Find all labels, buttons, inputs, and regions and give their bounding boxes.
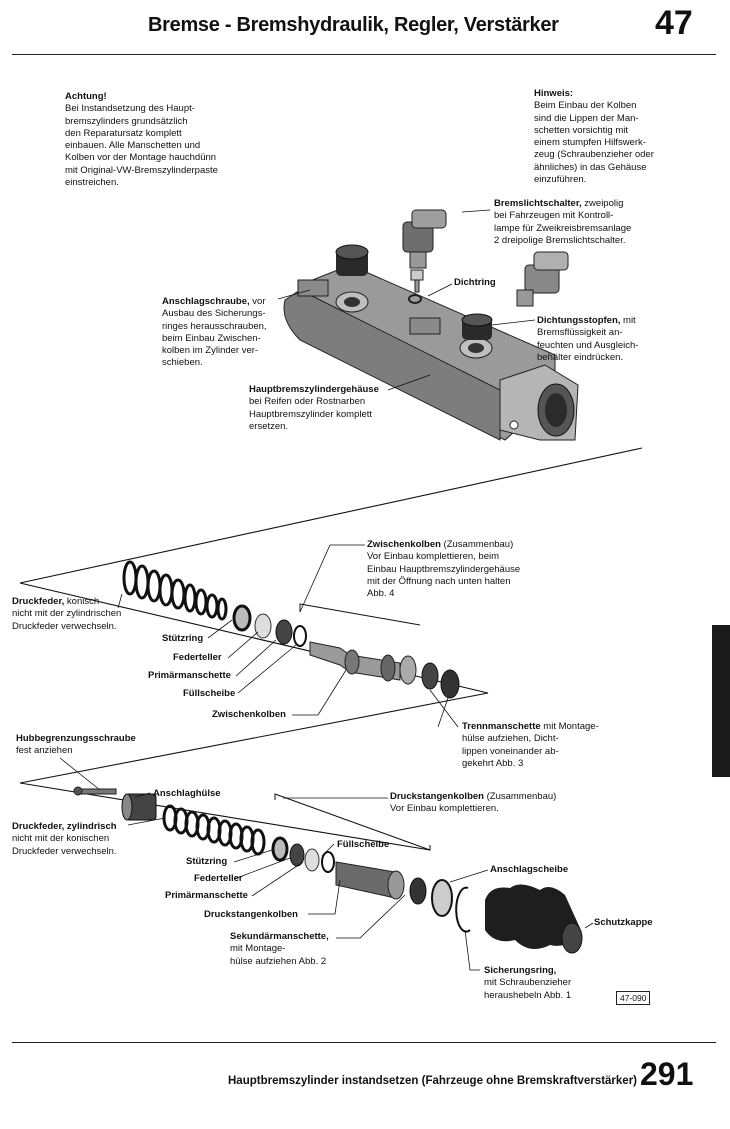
hinweis-body: Beim Einbau der Kolben sind die Lippen d… [534,100,654,186]
callout-body: (Zusammenbau) Vor Einbau komplettieren, … [367,539,521,600]
intermediate-piston [309,641,417,685]
achtung-body: Bei Instandsetzung des Haupt- bremszylin… [65,103,218,189]
label-fuellscheibe-2: Füllscheibe [337,839,390,850]
callout-body: bei Reifen oder Rostnarben Hauptbremszyl… [249,396,373,432]
callout-body: vor Ausbau des Sicherungs- ringes heraus… [162,296,267,369]
callout-body: nicht mit der konischen Druckfeder verwe… [12,833,117,857]
callout-body: mit Schraubenzieher heraushebeln Abb. 1 [484,977,572,1001]
figure-id: 47-090 [616,991,651,1005]
callout-body: mit Montage- hülse aufziehen Abb. 2 [230,943,327,967]
callout-body: fest anziehen [16,745,73,757]
callout-body: mit Bremsflüssigkeit an- feuchten und Au… [537,315,639,363]
label-fuellscheibe-1: Füllscheibe [183,688,236,699]
stop-screw [410,269,424,293]
callout-bremslichtschalter: Bremslichtschalter, zweipolig bei Fahrze… [494,198,631,247]
label-zwischenkolben: Zwischenkolben [212,709,286,720]
callout-title: Hubbegrenzungsschraube [16,733,136,744]
callout-body: zweipolig bei Fahrzeugen mit Kontroll- l… [494,198,632,246]
callout-title: Druckfeder, [12,596,65,607]
callout-title: Sicherungsring, [484,965,557,976]
label-druckstangenkolben: Druckstangenkolben [204,909,298,920]
callout-title: Druckstangenkolben [390,791,484,802]
achtung-note: Achtung! Bei Instandsetzung des Haupt- b… [65,91,218,189]
footer-page-number: 291 [640,1056,694,1092]
switch-1 [402,209,447,269]
label-primaermanschette-2: Primärmanschette [165,890,248,901]
callout-title: Sekundärmanschette, [230,931,329,942]
callout-druckstangenkolben: Druckstangenkolben (Zusammenbau) Vor Ein… [390,791,556,816]
spring-plate-1 [254,613,272,639]
stop-washer [431,879,453,917]
callout-title: Dichtungsstopfen, [537,315,621,326]
support-ring-1 [232,604,252,632]
pushrod-piston [335,861,405,900]
callout-dichtring: Dichtring [454,277,496,288]
callout-druckfeder-zylindrisch: Druckfeder, zylindrisch nicht mit der ko… [12,821,117,858]
label-federteller-1: Federteller [173,652,222,663]
callout-title: Trennmanschette [462,721,541,732]
circlip [455,886,471,933]
callout-anschlagschraube: Anschlagschraube, vor Ausbau des Sicheru… [162,296,267,370]
filler-washer-1 [293,625,307,647]
callout-title: Hauptbremszylindergehäuse [249,384,379,395]
thumb-index-tab [712,625,730,777]
callout-title: Anschlagschraube, [162,296,250,307]
callout-body: (Zusammenbau) Vor Einbau komplettieren. [390,791,557,815]
separating-cup-1 [421,662,439,690]
callout-body: konisch nicht mit der zylindrischen Druc… [12,596,122,632]
stop-sleeve [121,793,157,821]
achtung-title: Achtung! [65,91,107,102]
switch-2 [516,251,569,307]
callout-title: Druckfeder, zylindrisch [12,821,117,832]
plug-left [335,244,369,276]
hinweis-title: Hinweis: [534,88,574,99]
callout-dichtungsstopfen: Dichtungsstopfen, mit Bremsflüssigkeit a… [537,315,638,364]
callout-hubbegrenzungsschraube: Hubbegrenzungsschraube fest anziehen [16,733,136,758]
callout-body: mit Montage- hülse aufziehen, Dicht- lip… [462,721,599,769]
page-title: Bremse - Bremshydraulik, Regler, Verstär… [148,14,559,36]
section-number: 47 [655,4,693,42]
callout-sekundaermanschette: Sekundärmanschette, mit Montage- hülse a… [230,931,329,968]
label-stuetzring-1: Stützring [162,633,204,644]
secondary-cup [409,877,427,905]
label-anschlagscheibe: Anschlagscheibe [490,864,569,875]
header-rule [12,54,716,55]
callout-druckfeder-konisch: Druckfeder, konisch nicht mit der zylind… [12,596,121,633]
plug-right [461,313,493,340]
hinweis-note: Hinweis: Beim Einbau der Kolben sind die… [534,88,654,186]
callout-zwischenkolben: Zwischenkolben (Zusammenbau) Vor Einbau … [367,539,520,600]
separating-cup-2 [440,669,460,699]
support-ring-2 [271,836,289,862]
protective-boot [485,884,583,954]
label-anschlaghuelse: Anschlaghülse [153,788,221,799]
spring-plate-2 [304,848,320,872]
cylinder-housing-drawing [283,264,579,441]
label-federteller-2: Federteller [194,873,243,884]
footer-title: Hauptbremszylinder instandsetzen (Fahrze… [228,1075,638,1087]
zigzag-separator [19,447,643,851]
callout-gehaeuse: Hauptbremszylindergehäuse bei Reifen ode… [249,384,379,433]
primary-cup-1 [275,619,293,645]
filler-washer-2 [321,851,335,873]
callout-title: Bremslichtschalter, [494,198,582,209]
label-primaermanschette-1: Primärmanschette [148,670,231,681]
callout-title: Zwischenkolben [367,539,441,550]
callout-sicherungsring: Sicherungsring, mit Schraubenzieher hera… [484,965,571,1002]
callout-trennmanschette: Trennmanschette mit Montage- hülse aufzi… [462,721,599,770]
cylindrical-spring [162,804,266,856]
conical-spring [122,560,228,621]
sealing-ring [408,294,422,304]
footer-rule [12,1042,716,1043]
stroke-limit-screw [73,786,117,796]
label-schutzkappe: Schutzkappe [594,917,653,928]
label-stuetzring-2: Stützring [186,856,228,867]
